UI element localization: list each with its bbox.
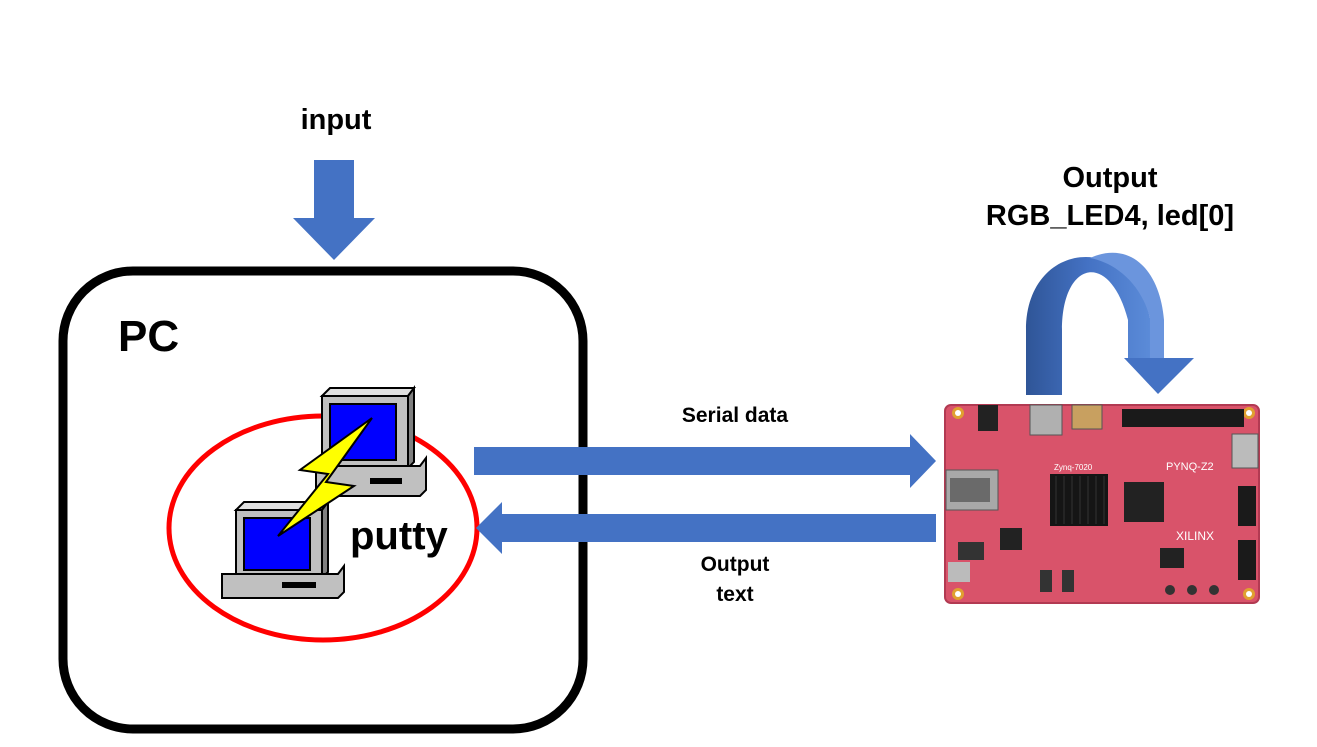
output-text-label: Output text <box>700 553 770 606</box>
input-label: input <box>300 104 372 136</box>
pc-box <box>58 266 588 734</box>
pynq-board: PYNQ-Z2 Zynq-7020 XILINX <box>944 404 1260 604</box>
board-brand-text: XILINX <box>1176 529 1214 543</box>
output-target-label: RGB_LED4, led[0] <box>985 200 1235 232</box>
board-chip-text: Zynq-7020 <box>1054 463 1093 472</box>
putty-icon <box>221 385 427 599</box>
pc-label: PC <box>118 312 180 361</box>
putty-label: putty <box>350 514 448 558</box>
serial-data-label: Serial data <box>681 404 789 427</box>
output-title-label: Output <box>1062 162 1158 194</box>
output-text-arrow <box>476 502 936 554</box>
input-arrow <box>293 160 375 260</box>
output-curved-arrow <box>1026 252 1194 395</box>
board-model-text: PYNQ-Z2 <box>1166 461 1214 473</box>
serial-data-arrow <box>474 434 936 488</box>
